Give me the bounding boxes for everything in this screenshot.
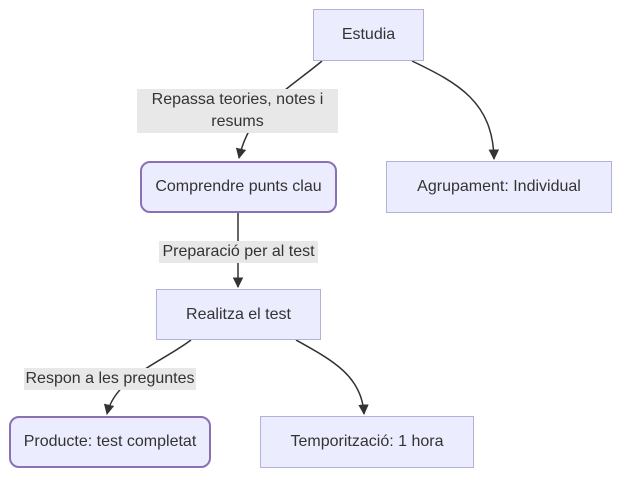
node-agrupament-individual: Agrupament: Individual xyxy=(386,161,612,213)
edge-estudia-to-agrupament xyxy=(411,60,500,161)
node-comprendre-punts-clau: Comprendre punts clau xyxy=(140,161,337,213)
node-producte-test-completat: Producte: test completat xyxy=(9,416,211,468)
edge-label-respon: Respon a les preguntes xyxy=(24,368,196,390)
node-estudia: Estudia xyxy=(313,9,424,61)
edge-realitza-to-temporitzacio xyxy=(295,339,369,416)
node-realitza-el-test: Realitza el test xyxy=(156,289,321,340)
node-temporitzacio-1-hora: Temporització: 1 hora xyxy=(260,416,474,468)
edge-label-repassa: Repassa teories, notes i resums xyxy=(137,89,338,133)
edge-label-preparacio: Preparació per al test xyxy=(159,241,318,263)
